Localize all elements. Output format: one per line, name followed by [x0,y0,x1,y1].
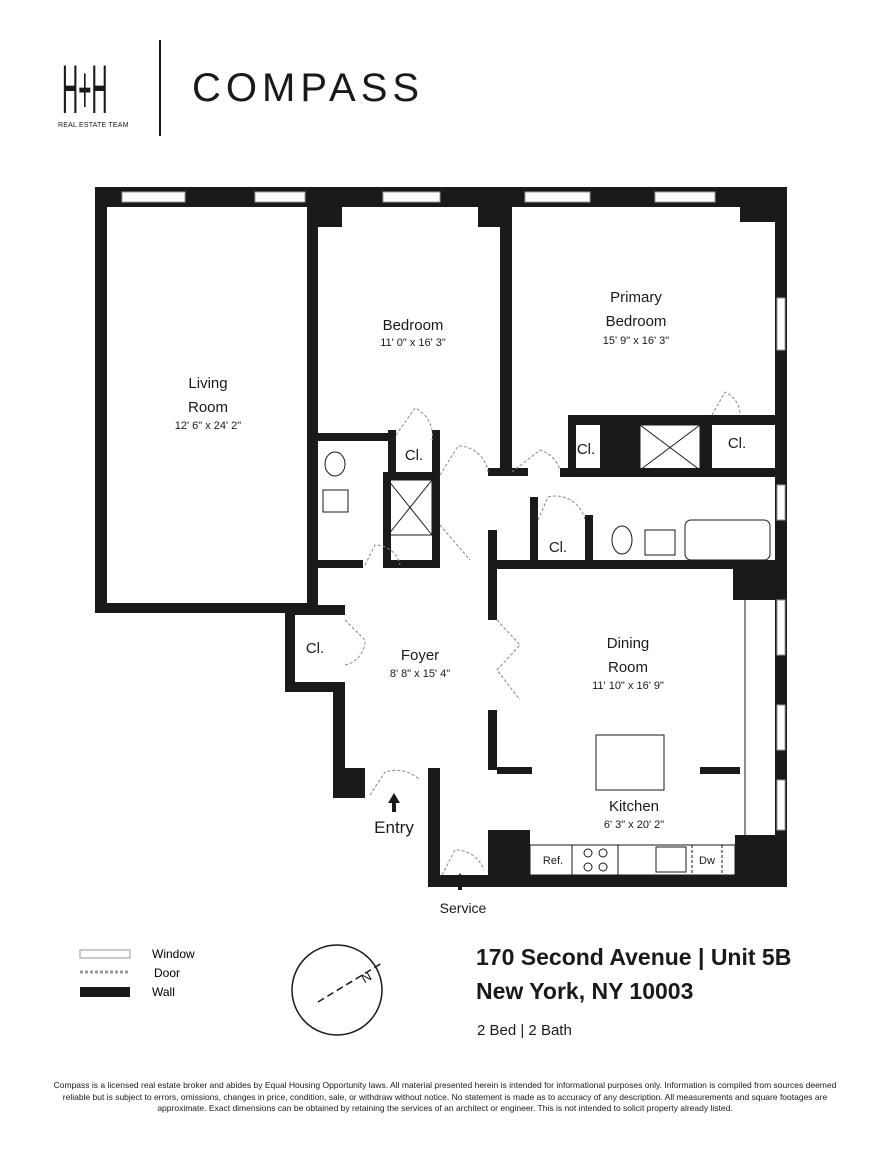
kitchen-sink [655,846,687,873]
disclaimer: Compass is a licensed real estate broker… [53,1080,837,1113]
closet-label: Cl. [728,435,746,452]
entry-label: Entry [374,818,414,837]
living-room-label: Living [188,375,227,392]
closet-label: Cl. [577,441,595,458]
bedroom-label: Bedroom [383,317,444,334]
dining-room-label: Dining [607,635,650,652]
hh-team-logo: H+H [62,51,108,118]
primary-bedroom-label-2: Bedroom [606,313,667,330]
north-label: N [359,968,375,986]
refrigerator-label: Ref. [543,855,563,867]
service-label: Service [440,900,487,916]
closet-label: Cl. [306,640,324,657]
legend: Window Door Wall [79,947,195,999]
bathtub [684,519,771,561]
beds-baths: 2 Bed | 2 Bath [477,1022,572,1039]
dining-room-label-2: Room [608,659,648,676]
kitchen-dims: 6' 3" x 20' 2" [604,819,664,831]
legend-window-swatch [79,949,131,959]
primary-bedroom-label: Primary [610,289,662,306]
compass-logo: COMPASS [192,66,425,110]
legend-wall-swatch [80,987,130,997]
sink-2 [644,529,676,556]
bedroom-dims: 11' 0" x 16' 3" [380,337,446,349]
shower-1 [387,479,433,536]
shower-2 [639,424,701,471]
doors [344,391,741,876]
team-label: REAL ESTATE TEAM [58,122,129,129]
kitchen-island [595,734,665,791]
closet-label: Cl. [405,447,423,464]
entry-arrows [388,793,466,890]
legend-window-label: Window [152,947,195,961]
address-line-1: 170 Second Avenue | Unit 5B [476,944,792,970]
windows [121,191,786,835]
primary-bedroom-dims: 15' 9" x 16' 3" [603,335,670,347]
dining-room-dims: 11' 10" x 16' 9" [592,680,664,692]
legend-wall-label: Wall [152,985,175,999]
fixtures [322,424,771,876]
north-compass-icon: N [291,944,383,1036]
kitchen-label: Kitchen [609,798,659,815]
walls [95,187,787,887]
counter [529,844,736,876]
foyer-label: Foyer [401,647,439,664]
dishwasher-label: Dw [699,855,715,867]
sink-1 [322,489,349,513]
hh-logo-text: H+H [62,51,108,118]
foyer-dims: 8' 8" x 15' 4" [390,668,450,680]
address-line-2: New York, NY 10003 [476,978,694,1004]
legend-door-label: Door [154,966,180,980]
logo-divider [159,40,161,136]
closet-label: Cl. [549,539,567,556]
living-room-dims: 12' 6" x 24' 2" [175,420,242,432]
living-room-label-2: Room [188,399,228,416]
toilet-2 [611,525,633,555]
toilet-1 [324,451,346,477]
